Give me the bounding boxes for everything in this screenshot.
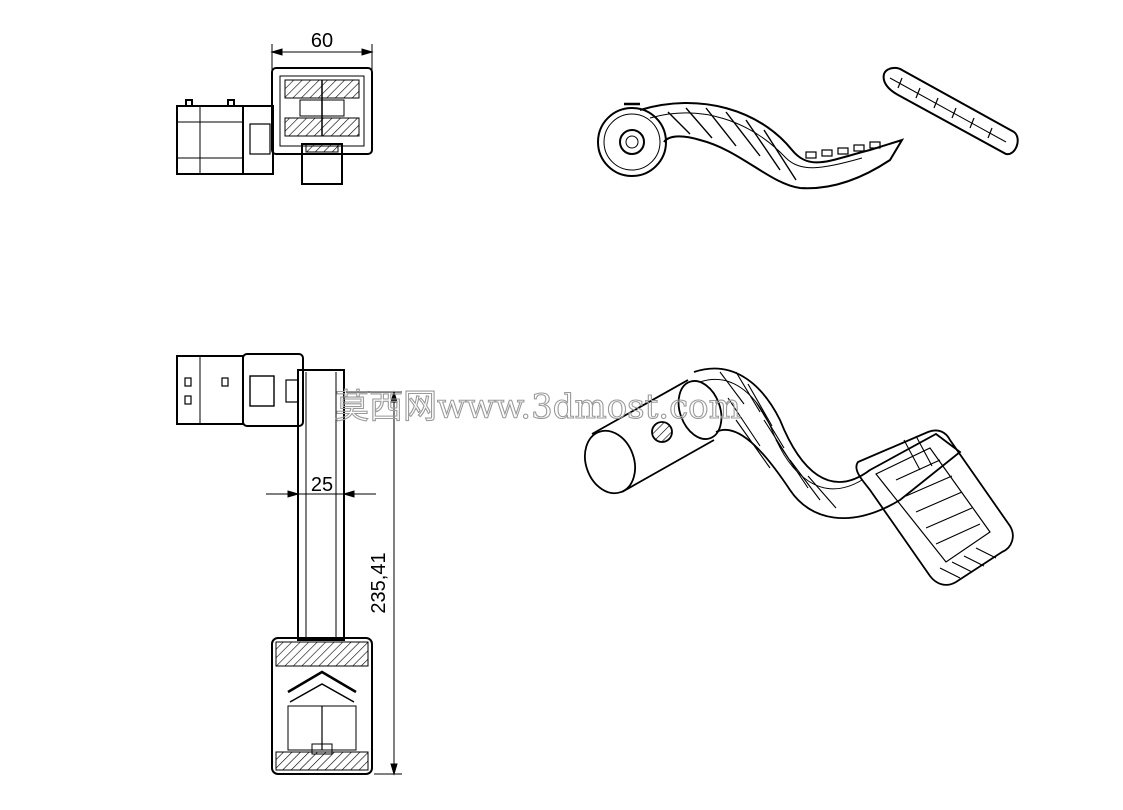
dimension-label-25: 25 bbox=[311, 474, 333, 496]
dimension-label-60: 60 bbox=[311, 30, 333, 52]
dimension-235-41 bbox=[346, 390, 402, 776]
dimension-label-235-41: 235,41 bbox=[368, 552, 390, 613]
dimension-60 bbox=[270, 44, 374, 70]
isometric-view bbox=[584, 367, 1014, 586]
watermark-text: 莫西网www.3dmost.com bbox=[335, 387, 741, 427]
front-view bbox=[176, 353, 402, 776]
top-view bbox=[176, 44, 374, 185]
side-view bbox=[597, 66, 1019, 190]
dimension-25 bbox=[266, 490, 376, 498]
